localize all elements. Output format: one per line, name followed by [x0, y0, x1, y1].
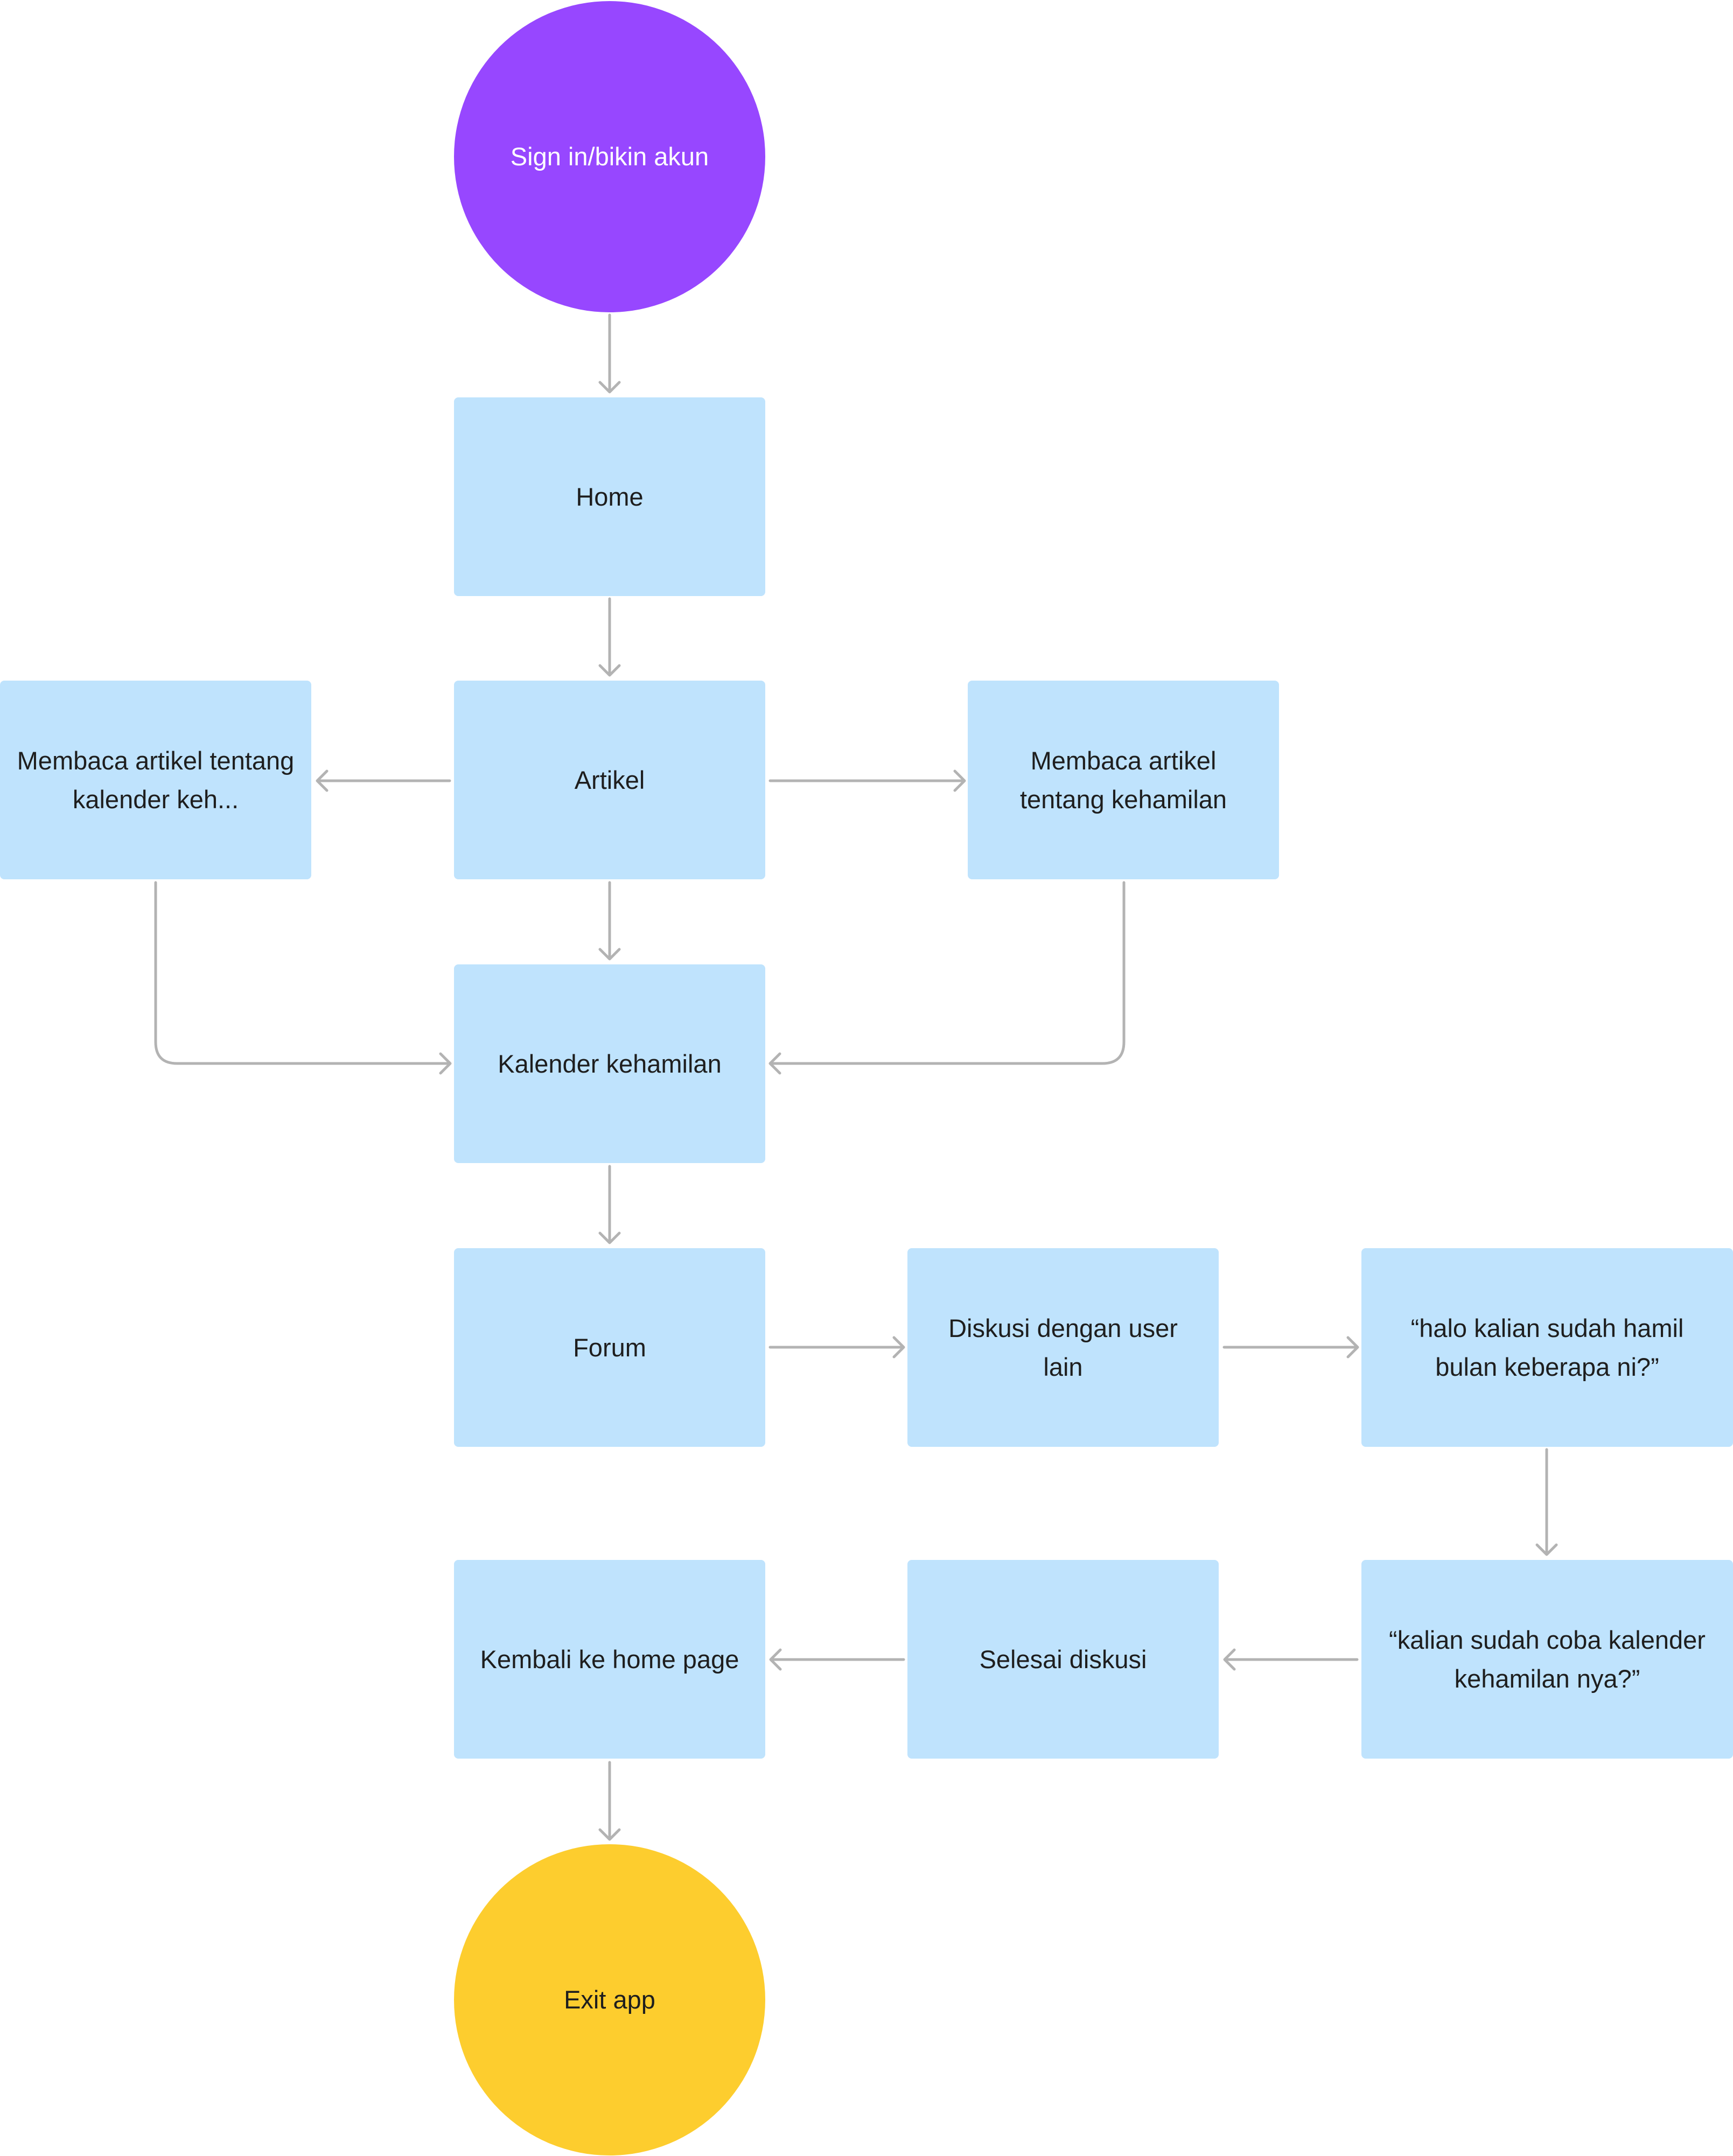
arrow-msg2-to-selesai	[1223, 1648, 1359, 1671]
exit-node-label: Exit app	[564, 1985, 655, 2014]
message-2-label: “kalian sudah coba kalender kehamilan ny…	[1389, 1625, 1706, 1693]
read-calendar-article-node: Membaca artikel tentang kalender keh...	[0, 681, 311, 879]
read-calendar-article-label: Membaca artikel tentang kalender keh...	[17, 746, 295, 814]
arrow-kembali-to-exit	[598, 1761, 621, 1841]
arrow-kalender-to-forum	[598, 1165, 621, 1244]
read-pregnancy-article-node: Membaca artikel tentang kehamilan	[968, 681, 1279, 879]
arrow-home-to-artikel	[598, 597, 621, 677]
diskusi-node-label: Diskusi dengan user lain	[948, 1313, 1178, 1381]
exit-node: Exit app	[454, 1844, 765, 2155]
forum-node: Forum	[454, 1248, 765, 1447]
kalender-node-label: Kalender kehamilan	[498, 1049, 722, 1078]
arrow-artikel-to-read-pregnancy	[768, 769, 966, 792]
arrow-read-calendar-to-kalender	[154, 881, 452, 1075]
forum-node-label: Forum	[573, 1333, 646, 1362]
start-node-label: Sign in/bikin akun	[510, 142, 709, 171]
arrow-artikel-to-kalender	[598, 881, 621, 961]
arrow-forum-to-diskusi	[768, 1336, 905, 1359]
kalender-node: Kalender kehamilan	[454, 964, 765, 1163]
diskusi-node: Diskusi dengan user lain	[907, 1248, 1219, 1447]
message-1-node: “halo kalian sudah hamil bulan keberapa …	[1361, 1248, 1733, 1447]
kembali-node-label: Kembali ke home page	[480, 1644, 739, 1674]
message-1-label: “halo kalian sudah hamil bulan keberapa …	[1410, 1313, 1684, 1381]
arrow-selesai-to-kembali	[769, 1648, 905, 1671]
arrow-msg1-to-msg2	[1535, 1448, 1558, 1556]
selesai-node-label: Selesai diskusi	[979, 1644, 1147, 1674]
read-pregnancy-article-label: Membaca artikel tentang kehamilan	[1019, 746, 1227, 814]
selesai-node: Selesai diskusi	[907, 1560, 1219, 1759]
home-node: Home	[454, 397, 765, 596]
arrow-start-to-home	[598, 313, 621, 394]
home-node-label: Home	[576, 482, 644, 511]
artikel-node: Artikel	[454, 681, 765, 879]
arrow-diskusi-to-msg1	[1222, 1336, 1359, 1359]
artikel-node-label: Artikel	[574, 765, 645, 794]
start-node: Sign in/bikin akun	[454, 1, 765, 312]
arrow-artikel-to-read-calendar	[316, 769, 451, 792]
message-2-node: “kalian sudah coba kalender kehamilan ny…	[1361, 1560, 1733, 1759]
kembali-node: Kembali ke home page	[454, 1560, 765, 1759]
arrow-read-pregnancy-to-kalender	[768, 881, 1126, 1075]
